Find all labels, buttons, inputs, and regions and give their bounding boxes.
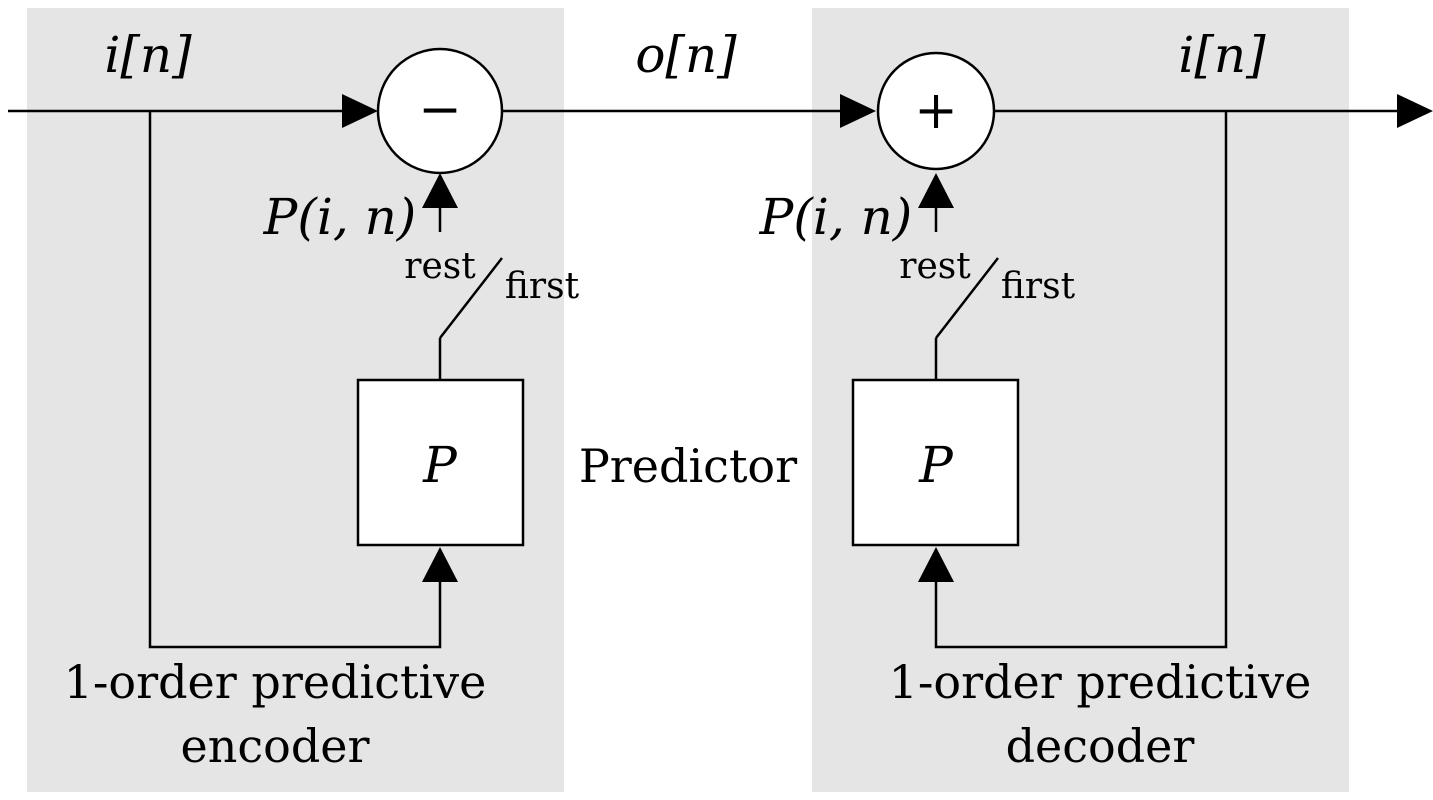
encoder-switch-blade [439,257,503,339]
channel-arrowhead [840,94,876,128]
encoder-input-label: i[n] [104,26,192,84]
encoder-prediction-label: P(i, n) [263,188,417,246]
decoder-output-label: i[n] [1178,26,1266,84]
decoder-predictor-block [851,378,1020,547]
channel-output-label: o[n] [635,26,737,84]
decoder-switch-first-label: first [1001,266,1076,307]
encoder-feedback-line [148,111,442,649]
predictor-center-label: Predictor [579,439,797,493]
encoder-switch-first-label: first [505,266,580,307]
encoder-feedback-arrowhead [422,547,458,582]
decoder-predictor-label: P [918,436,954,494]
decoder-feedback-arrowhead [918,547,954,582]
decoder-switch-blade [935,257,999,339]
adder-circle [876,51,996,171]
input-arrowhead [342,94,378,128]
encoder-switch-rest-label: rest [404,246,476,287]
decoder-switch-rest-label: rest [899,246,971,287]
encoder-prediction-arrowhead [422,173,458,208]
encoder-caption-line2: encoder [181,719,370,773]
output-arrowhead [1397,94,1433,128]
encoder-predictor-block [356,378,525,547]
subtractor-symbol: − [418,80,462,140]
decoder-prediction-label: P(i, n) [759,188,913,246]
encoder-predictor-label: P [422,436,458,494]
decoder-caption-line2: decoder [1006,719,1195,773]
decoder-feedback-line [934,111,1228,649]
encoder-caption-line1: 1-order predictive [64,655,487,709]
decoder-prediction-arrowhead [918,173,954,208]
decoder-caption-line1: 1-order predictive [889,655,1312,709]
adder-symbol: + [914,81,958,141]
